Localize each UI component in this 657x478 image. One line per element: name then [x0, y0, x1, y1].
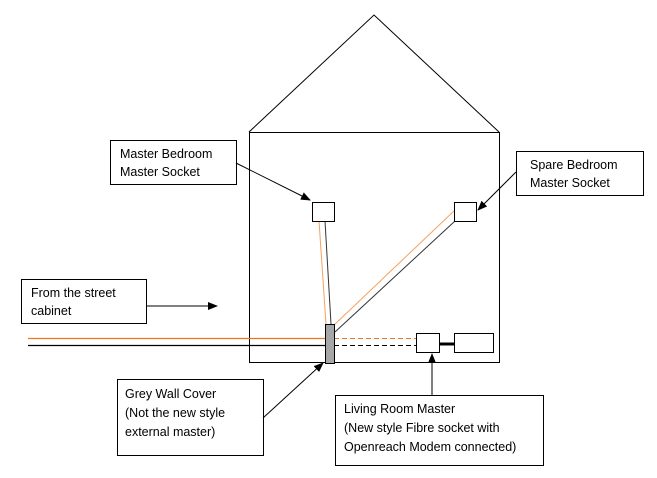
spare-bedroom-black-wire — [334, 220, 456, 333]
master-bedroom-label-box — [110, 140, 237, 185]
living-room-master-socket — [416, 333, 440, 353]
master-bedroom-black-wire — [324, 220, 332, 325]
spare-bedroom-orange-wire — [332, 209, 456, 327]
living-room-label: Living Room Master (New style Fibre sock… — [344, 402, 516, 454]
master-bedroom-arrow — [235, 162, 311, 201]
openreach-modem — [454, 333, 494, 353]
spare-bedroom-label-box — [516, 151, 644, 196]
grey-wall-label-box — [117, 379, 264, 456]
house-outline — [249, 132, 500, 363]
living-room-label-box — [335, 395, 544, 466]
house-roof — [248, 14, 500, 133]
master-bedroom-socket — [312, 202, 335, 222]
street-label: From the street cabinet — [31, 286, 119, 318]
spare-bedroom-socket — [454, 202, 477, 222]
grey-wall-label: Grey Wall Cover (Not the new style exter… — [125, 387, 229, 439]
master-bedroom-label: Master Bedroom Master Socket — [120, 147, 216, 179]
grey-wall-arrow — [262, 362, 324, 419]
master-bedroom-orange-wire — [318, 220, 327, 325]
grey-wall-cover — [325, 324, 335, 364]
spare-bedroom-arrow — [477, 171, 517, 211]
spare-bedroom-label: Spare Bedroom Master Socket — [530, 158, 621, 190]
street-label-box — [21, 279, 147, 324]
